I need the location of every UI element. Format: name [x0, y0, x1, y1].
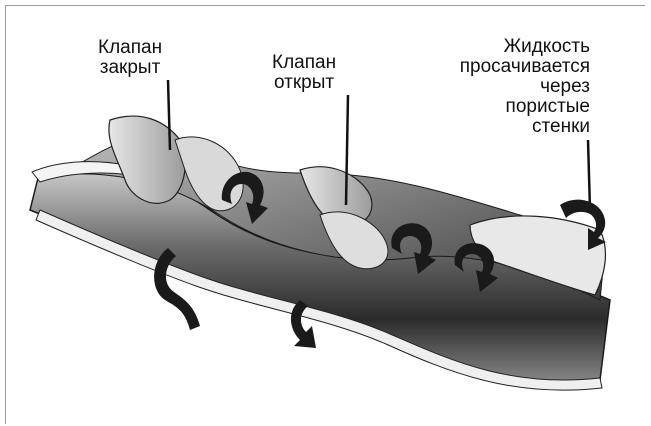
label-line: через [440, 77, 590, 97]
label-fluid-seepage: Жидкость просачивается через пористые ст… [440, 37, 590, 137]
leader-fluid [588, 140, 590, 210]
label-line: просачивается [440, 57, 590, 77]
label-line: закрыт [98, 58, 162, 78]
label-line: стенки [440, 117, 590, 137]
label-line: пористые [440, 97, 590, 117]
label-valve-closed: Клапан закрыт [98, 38, 162, 78]
label-line: Клапан [98, 38, 162, 58]
label-line: Жидкость [440, 37, 590, 57]
label-valve-open: Клапан открыт [272, 53, 336, 93]
label-line: открыт [272, 73, 336, 93]
label-line: Клапан [272, 53, 336, 73]
